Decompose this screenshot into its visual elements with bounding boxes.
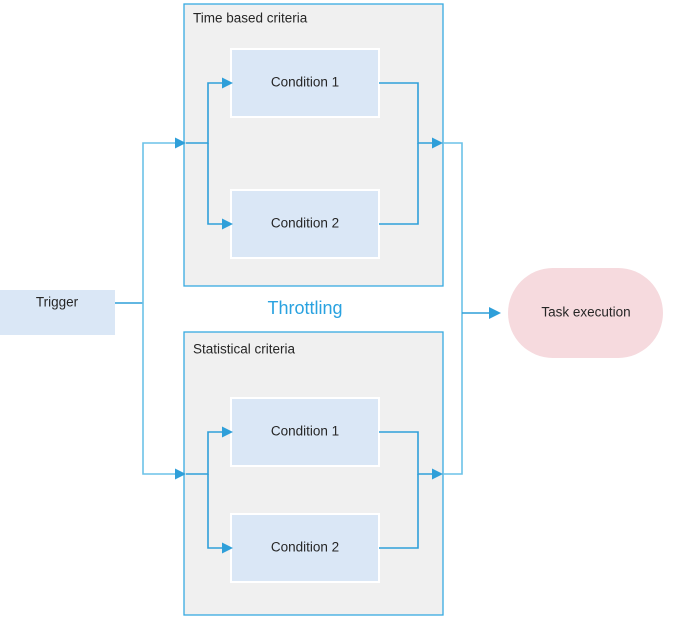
trigger-box[interactable] [0, 290, 115, 335]
arrowhead-time-condition-2 [222, 218, 233, 230]
edge-stat-split-to-condition-1 [186, 431, 222, 475]
edge-time-split-to-condition-1 [186, 82, 222, 144]
arrowhead-stat-condition-1 [222, 426, 233, 438]
task-execution-label: Task execution [541, 305, 630, 320]
edge-trunk-to-time-group [142, 142, 175, 303]
condition-label-stat-1: Condition 1 [271, 424, 339, 439]
edge-time-split-to-condition-2 [207, 143, 222, 225]
edge-stat-group-to-task-trunk [443, 313, 463, 475]
condition-label-time-2: Condition 2 [271, 216, 339, 231]
group-title-time-based: Time based criteria [193, 11, 308, 26]
edge-trunk-to-stat-group [142, 303, 175, 475]
condition-box-time-1[interactable] [230, 48, 380, 118]
edge-time-condition-1-to-merge [379, 82, 432, 144]
arrowhead-time-condition-1 [222, 77, 233, 89]
arrowhead-stat-condition-2 [222, 542, 233, 554]
condition-box-stat-1[interactable] [230, 397, 380, 467]
condition-box-time-2[interactable] [230, 189, 380, 259]
edge-time-group-to-task-trunk [443, 142, 463, 313]
trigger-label: Trigger [36, 295, 79, 310]
condition-box-stat-2[interactable] [230, 513, 380, 583]
condition-label-stat-2: Condition 2 [271, 540, 339, 555]
edge-time-condition-2-to-merge [379, 143, 419, 225]
arrowhead-stat-group-in [175, 468, 186, 480]
group-title-statistical: Statistical criteria [193, 342, 296, 357]
arrowhead-task-in [489, 307, 501, 319]
arrowhead-time-group-in [175, 137, 186, 149]
arrowhead-time-merge-out [432, 137, 443, 149]
edge-stat-condition-1-to-merge [379, 431, 432, 475]
condition-label-time-1: Condition 1 [271, 75, 339, 90]
edge-stat-split-to-condition-2 [207, 474, 222, 549]
edge-stat-condition-2-to-merge [379, 474, 419, 549]
throttling-label: Throttling [267, 298, 342, 318]
task-execution-box[interactable] [508, 268, 663, 358]
arrowhead-stat-merge-out [432, 468, 443, 480]
